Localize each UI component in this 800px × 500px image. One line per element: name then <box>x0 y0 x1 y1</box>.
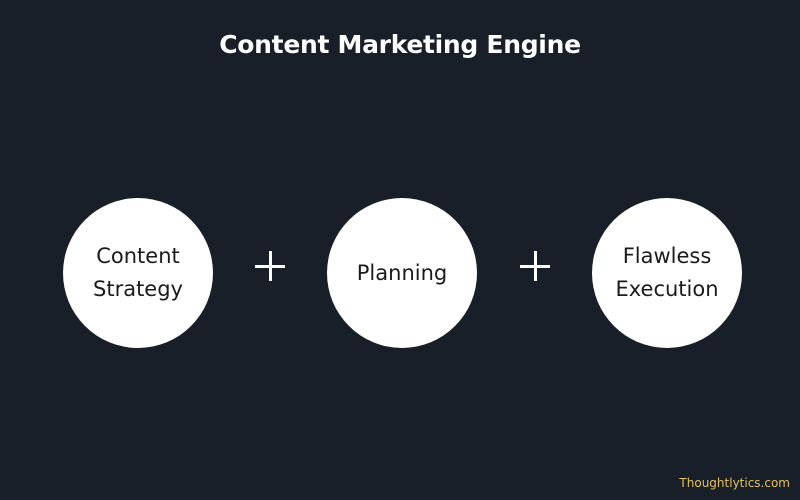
step-circle-content-strategy: Content Strategy <box>63 198 213 348</box>
step-label: Planning <box>357 257 447 290</box>
step-label: Flawless Execution <box>615 240 718 306</box>
plus-icon <box>250 246 290 286</box>
step-label-line: Execution <box>615 277 719 301</box>
footer-brand-link[interactable]: Thoughtlytics.com <box>679 476 790 490</box>
step-label-line: Flawless <box>622 244 712 268</box>
diagram-title: Content Marketing Engine <box>219 30 581 59</box>
step-label-line: Planning <box>356 260 448 285</box>
step-label-line: Content <box>96 244 180 268</box>
step-label-line: Strategy <box>93 277 183 301</box>
step-circle-planning: Planning <box>327 198 477 348</box>
plus-icon <box>515 246 555 286</box>
step-circle-flawless-execution: Flawless Execution <box>592 198 742 348</box>
step-label: Content Strategy <box>93 240 183 306</box>
